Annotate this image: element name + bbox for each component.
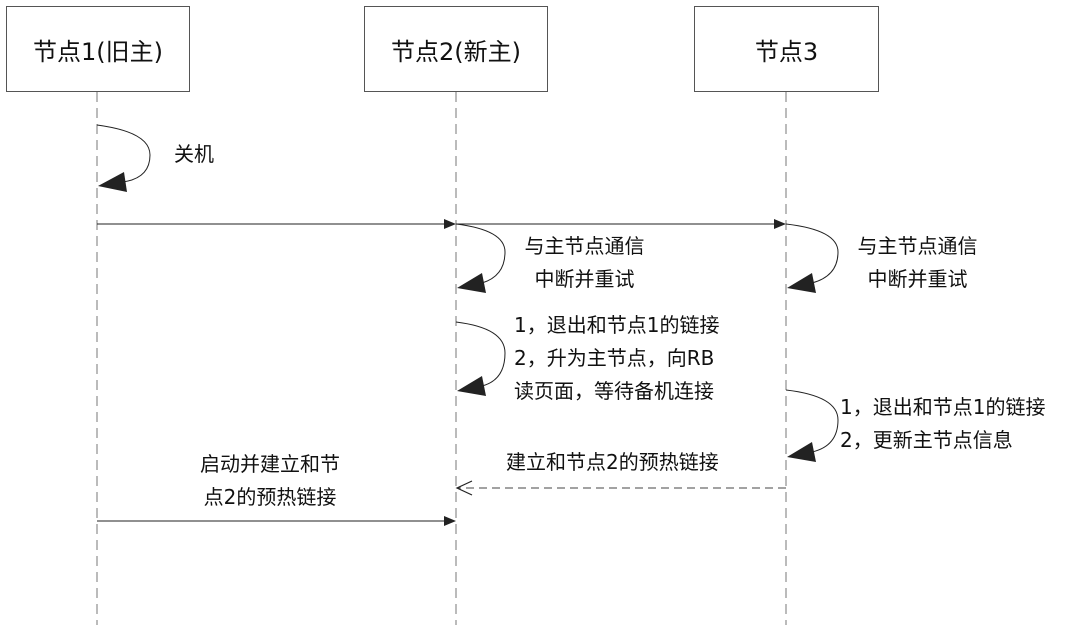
label-node2-retry-line1: 与主节点通信 (524, 234, 645, 258)
arrowhead-node3-update (787, 442, 816, 462)
arrowhead-node3-retry (787, 273, 816, 293)
label-node3-update: 1，退出和节点1的链接 2，更新主节点信息 (840, 391, 1045, 457)
self-arrow-shutdown (96, 124, 151, 183)
label-node1-to-node2-line2: 点2的预热链接 (203, 485, 337, 509)
self-arrow-node2-promote (455, 321, 506, 387)
participant-node1-label: 节点1(旧主) (33, 37, 163, 66)
label-node3-update-line2: 2，更新主节点信息 (840, 428, 1013, 452)
label-node3-to-node2: 建立和节点2的预热链接 (506, 450, 719, 474)
label-node2-retry: 与主节点通信 中断并重试 (512, 230, 657, 296)
label-node1-to-node2-line1: 启动并建立和节 (200, 452, 340, 476)
arrowhead-node2-retry (457, 273, 486, 293)
label-node2-promote-line3: 读页面，等待备机连接 (514, 379, 714, 403)
label-shutdown: 关机 (174, 142, 214, 166)
participant-node2: 节点2(新主) (364, 6, 548, 92)
self-arrow-node2-retry (455, 223, 506, 284)
arrowhead-shutdown (98, 172, 127, 192)
participant-node3: 节点3 (694, 6, 879, 92)
participant-node3-label: 节点3 (754, 37, 819, 66)
label-node1-to-node2: 启动并建立和节 点2的预热链接 (160, 448, 380, 514)
self-arrow-node3-update (785, 389, 839, 453)
label-node2-promote-line2: 2，升为主节点，向RB (514, 346, 715, 370)
open-arrowhead-node3-to-node2 (455, 480, 473, 496)
label-node3-retry-line1: 与主节点通信 (857, 234, 978, 258)
label-node2-retry-line2: 中断并重试 (534, 267, 635, 291)
label-node3-retry-line2: 中断并重试 (867, 267, 968, 291)
label-node3-update-line1: 1，退出和节点1的链接 (840, 395, 1046, 419)
label-node2-promote-line1: 1，退出和节点1的链接 (514, 313, 720, 337)
self-arrow-node3-retry (785, 223, 839, 284)
participant-node2-label: 节点2(新主) (391, 37, 521, 66)
label-node2-promote: 1，退出和节点1的链接 2，升为主节点，向RB 读页面，等待备机连接 (514, 309, 719, 408)
arrowhead-node2-promote (457, 376, 486, 396)
label-node3-retry: 与主节点通信 中断并重试 (845, 230, 990, 296)
participant-node1: 节点1(旧主) (6, 6, 190, 92)
